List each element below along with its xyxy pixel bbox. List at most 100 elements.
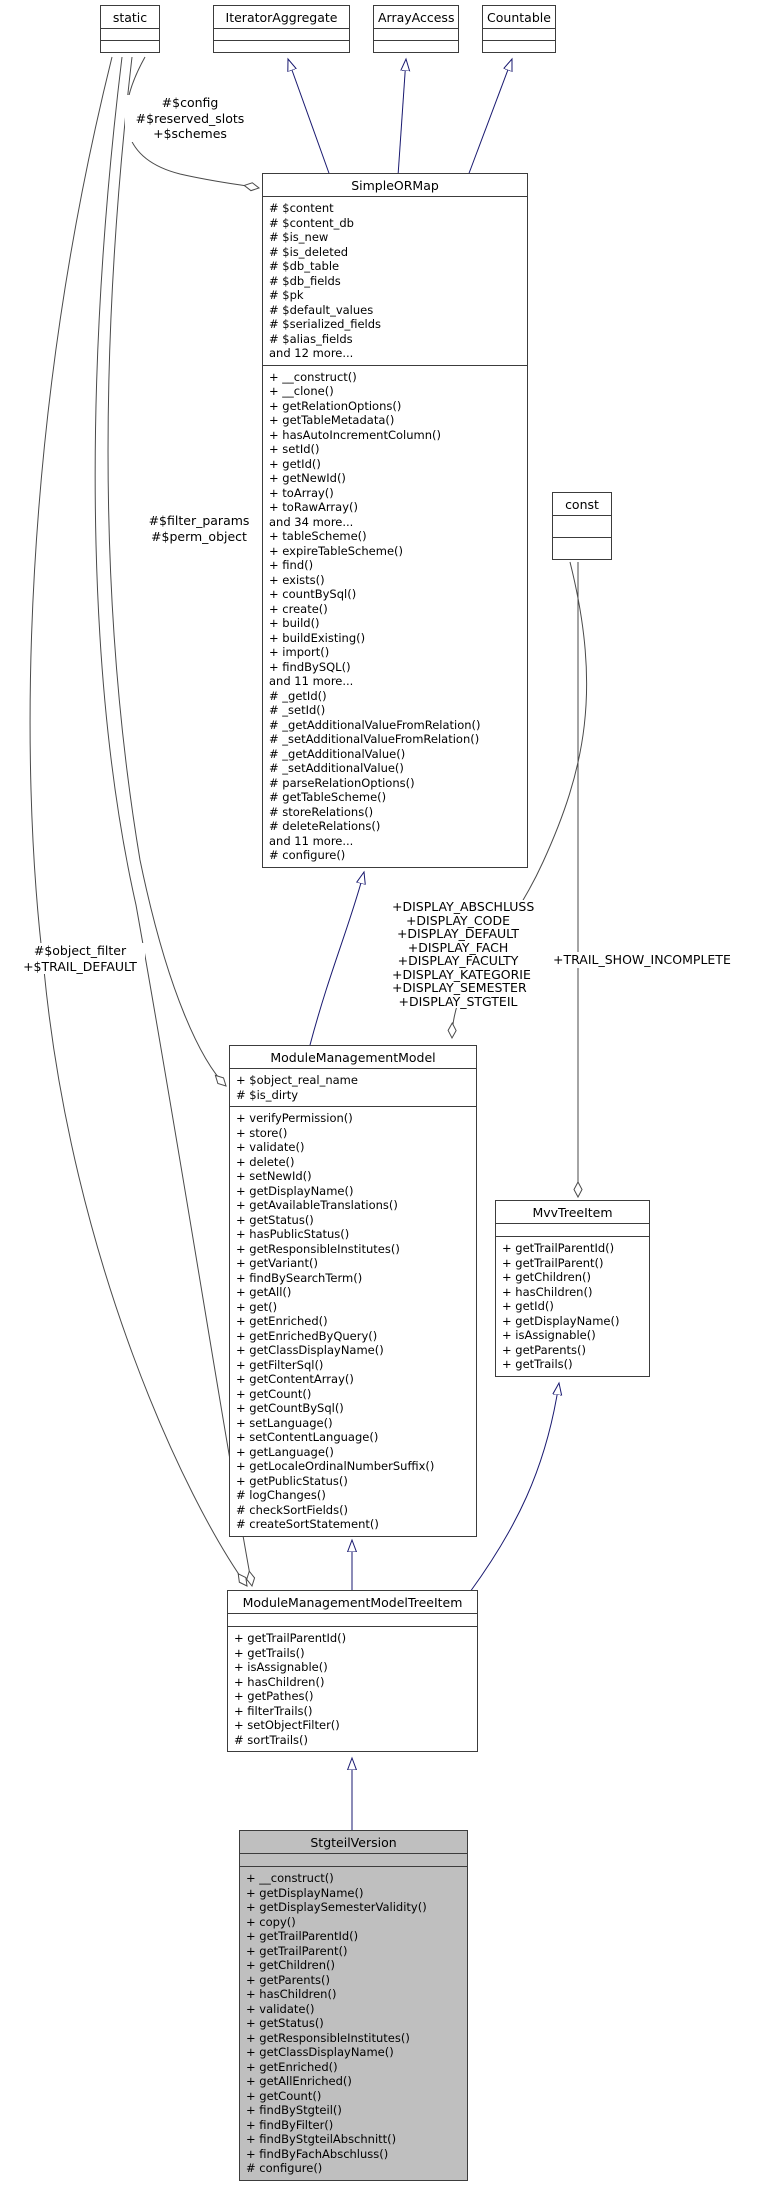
- member-line: # _getId(): [269, 688, 327, 703]
- member-line: + find(): [269, 558, 314, 572]
- member-line: + getStatus(): [246, 2016, 324, 2030]
- member-line: + findBySQL(): [269, 659, 351, 674]
- member-line: # $default_values: [269, 302, 374, 317]
- member-line: + getId(): [502, 1299, 554, 1313]
- member-line: + getChildren(): [246, 1958, 335, 1972]
- member-line: # $content_db: [269, 215, 354, 230]
- member-line: # configure(): [269, 848, 346, 862]
- member-line: # parseRelationOptions(): [269, 775, 415, 790]
- attributes-compartment: [101, 29, 159, 40]
- member-line: + isAssignable(): [234, 1660, 328, 1674]
- edge-simpleormap-arrayaccess: [397, 59, 406, 177]
- member-line: + __clone(): [269, 384, 334, 398]
- member-line: + getLocaleOrdinalNumberSuffix(): [236, 1459, 435, 1473]
- member-line: +DISPLAY_SEMESTER: [392, 980, 527, 995]
- class-title: ModuleManagementModel: [230, 1046, 476, 1069]
- member-line: and 12 more...: [269, 346, 354, 360]
- member-line: + validate(): [246, 2001, 315, 2016]
- member-line: + getTrails(): [234, 1645, 305, 1660]
- member-line: # _getAdditionalValueFromRelation(): [269, 717, 481, 732]
- member-line: #$object_filter: [33, 943, 127, 958]
- member-line: #$filter_params: [148, 513, 250, 528]
- member-line: and 11 more...: [269, 833, 354, 848]
- member-line: + getTableMetadata(): [269, 413, 395, 427]
- member-line: + hasChildren(): [234, 1674, 325, 1689]
- attributes-compartment: [496, 1224, 649, 1236]
- edge-simpleormap-iteratoraggregate: [288, 59, 331, 177]
- class-title: static: [101, 6, 159, 29]
- member-line: # checkSortFields(): [236, 1502, 349, 1517]
- member-line: + getResponsibleInstitutes(): [246, 2030, 410, 2045]
- member-line: # $is_deleted: [269, 244, 349, 259]
- class-title: IteratorAggregate: [214, 6, 349, 29]
- methods-compartment: + getTrailParentId()+ getTrailParent()+ …: [496, 1236, 649, 1376]
- member-line: + buildExisting(): [269, 630, 366, 645]
- member-line: +DISPLAY_CODE: [405, 912, 511, 928]
- edge-static-object-filter-b: [94, 56, 252, 1586]
- attributes-compartment: + $object_real_name# $is_dirty: [230, 1069, 476, 1106]
- member-line: # $db_fields: [269, 273, 341, 288]
- class-mvvtreeitem: MvvTreeItem + getTrailParentId()+ getTra…: [495, 1200, 650, 1377]
- member-line: + getTrails(): [502, 1357, 573, 1371]
- member-line: + import(): [269, 645, 330, 659]
- member-line: + getClassDisplayName(): [236, 1343, 384, 1357]
- member-line: # sortTrails(): [234, 1732, 309, 1747]
- methods-compartment: [483, 40, 555, 52]
- methods-compartment: [214, 40, 349, 52]
- member-line: + findByFilter(): [246, 2117, 334, 2132]
- member-line: + getContentArray(): [236, 1372, 354, 1386]
- member-line: + getTrailParent(): [246, 1943, 348, 1958]
- member-line: + countBySql(): [269, 587, 357, 601]
- member-line: # $is_new: [269, 230, 329, 244]
- edge-static-object-filter-a: [29, 56, 247, 1586]
- edge-label-object-filter: #$object_filter+$TRAIL_DEFAULT: [15, 943, 145, 974]
- member-line: + getEnriched(): [246, 2059, 338, 2074]
- edge-label-display-constants: +DISPLAY_ABSCHLUSS+DISPLAY_CODE+DISPLAY_…: [392, 900, 534, 1008]
- member-line: + getClassDisplayName(): [246, 2045, 394, 2059]
- member-line: + getLanguage(): [236, 1444, 334, 1459]
- member-line: + getDisplaySemesterValidity(): [246, 1900, 427, 1914]
- member-line: + getTrailParentId(): [234, 1631, 347, 1645]
- attributes-compartment: [553, 516, 611, 537]
- member-line: + getVariant(): [236, 1256, 318, 1270]
- member-line: # _getAdditionalValue(): [269, 746, 406, 761]
- member-line: + copy(): [246, 1914, 296, 1929]
- member-line: + setLanguage(): [236, 1415, 333, 1430]
- member-line: +$schemes: [153, 126, 227, 141]
- member-line: + getRelationOptions(): [269, 398, 402, 413]
- edge-label-trail-show-incomplete: +TRAIL_SHOW_INCOMPLETE: [553, 952, 775, 968]
- edge-simpleormap-countable: [467, 59, 512, 177]
- member-line: +TRAIL_SHOW_INCOMPLETE: [553, 952, 731, 967]
- member-line: + validate(): [236, 1140, 305, 1154]
- class-title: ArrayAccess: [374, 6, 458, 29]
- member-line: + getStatus(): [236, 1212, 314, 1227]
- member-line: + findByStgteilAbschnitt(): [246, 2132, 397, 2146]
- member-line: +$TRAIL_DEFAULT: [23, 958, 137, 974]
- member-line: +DISPLAY_FACULTY: [397, 953, 519, 968]
- class-title: MvvTreeItem: [496, 1201, 649, 1224]
- member-line: + getEnriched(): [236, 1314, 328, 1328]
- attributes-compartment: [214, 29, 349, 40]
- member-line: + getDisplayName(): [236, 1183, 354, 1198]
- attributes-compartment: [228, 1614, 477, 1626]
- member-line: + hasPublicStatus(): [236, 1227, 350, 1241]
- member-line: + getCount(): [246, 2088, 322, 2103]
- member-line: + hasAutoIncrementColumn(): [269, 427, 441, 442]
- member-line: + delete(): [236, 1154, 295, 1169]
- member-line: + setNewId(): [236, 1169, 312, 1183]
- edge-static-filter-params: [107, 56, 226, 1086]
- member-line: + setContentLanguage(): [236, 1430, 379, 1444]
- member-line: +DISPLAY_DEFAULT: [396, 926, 520, 941]
- member-line: + getId(): [269, 456, 321, 471]
- member-line: + getCountBySql(): [236, 1401, 344, 1415]
- class-arrayaccess: ArrayAccess: [373, 5, 459, 53]
- methods-compartment: [101, 40, 159, 52]
- edge-label-static-config: #$config#$reserved_slots+$schemes: [125, 95, 255, 142]
- member-line: + __construct(): [269, 369, 357, 384]
- member-line: + toArray(): [269, 485, 334, 500]
- member-line: + getResponsibleInstitutes(): [236, 1241, 400, 1256]
- class-modulemanagementmodel: ModuleManagementModel + $object_real_nam…: [229, 1045, 477, 1537]
- member-line: # logChanges(): [236, 1488, 326, 1502]
- member-line: + getChildren(): [502, 1270, 591, 1284]
